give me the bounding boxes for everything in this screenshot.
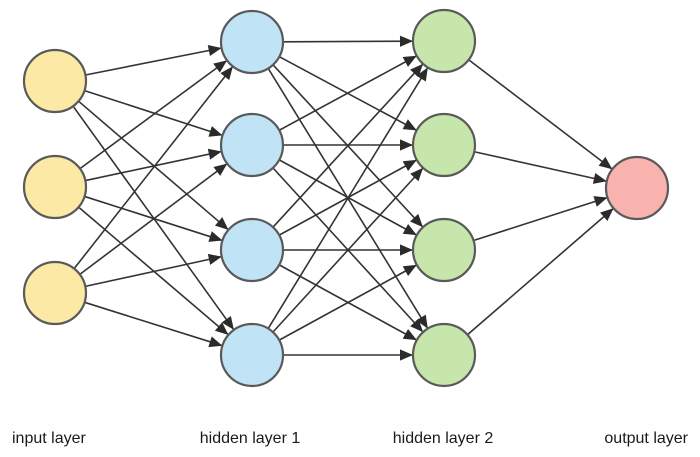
- arrowhead-output-0: [600, 208, 614, 222]
- edge-hidden1-3-to-hidden2-1: [272, 167, 424, 333]
- arrowhead-hidden2-3: [402, 328, 417, 341]
- node-output-1[interactable]: [604, 155, 670, 221]
- node-hidden2-4[interactable]: [411, 322, 477, 388]
- edge-input-1-to-hidden1-1: [85, 150, 222, 182]
- edge-hidden1-1-to-hidden2-0: [278, 55, 418, 131]
- arrowhead-hidden2-3: [416, 314, 428, 329]
- layer-caption-input: input layer: [12, 430, 86, 447]
- edge-hidden1-3-to-hidden2-2: [278, 264, 418, 341]
- arrowhead-output-0: [593, 196, 608, 207]
- arrowhead-hidden1-3: [221, 316, 234, 330]
- edge-input-2-to-hidden1-3: [84, 301, 223, 347]
- arrowhead-hidden1-2: [214, 217, 229, 230]
- edge-hidden1-2-to-hidden2-0: [272, 63, 424, 228]
- arrowhead-output-0: [592, 172, 607, 184]
- edge-hidden2-1-to-output-0: [474, 150, 607, 183]
- arrowhead-hidden1-2: [207, 253, 222, 265]
- layer-captions-group: input layer hidden layer 1 hidden layer 2 o…: [12, 430, 689, 447]
- arrowhead-output-0: [598, 156, 613, 170]
- edge-input-2-to-hidden1-0: [73, 65, 234, 270]
- edge-hidden1-3-to-hidden2-0: [267, 67, 429, 329]
- arrowhead-hidden2-0: [402, 55, 417, 67]
- edge-input-2-to-hidden1-1: [79, 162, 228, 276]
- arrowhead-hidden2-2: [402, 264, 417, 277]
- node-input-3[interactable]: [22, 260, 88, 326]
- arrowhead-hidden1-1: [208, 126, 223, 137]
- node-input-2[interactable]: [22, 154, 88, 220]
- arrowhead-hidden1-2: [208, 231, 223, 242]
- edges-group: [72, 40, 615, 356]
- node-hidden1-2[interactable]: [219, 112, 285, 178]
- node-hidden1-1[interactable]: [219, 9, 285, 75]
- edge-hidden1-0-to-hidden2-0: [282, 40, 414, 43]
- arrowhead-hidden2-2: [410, 213, 423, 228]
- edge-input-0-to-hidden1-1: [84, 89, 223, 137]
- arrowhead-hidden2-3: [400, 349, 413, 361]
- arrowhead-hidden1-0: [213, 60, 228, 73]
- arrowhead-hidden2-1: [402, 119, 417, 131]
- arrowhead-hidden1-3: [208, 336, 223, 348]
- edge-hidden2-0-to-output-0: [468, 59, 613, 170]
- arrowhead-hidden1-1: [207, 148, 222, 160]
- layer-caption-output: output layer: [604, 430, 688, 447]
- arrowhead-hidden2-0: [410, 63, 424, 78]
- arrowhead-hidden1-1: [213, 163, 228, 176]
- node-hidden2-1[interactable]: [411, 8, 477, 74]
- arrowhead-hidden2-2: [400, 244, 413, 256]
- arrowhead-hidden2-3: [410, 318, 424, 333]
- node-input-1[interactable]: [22, 48, 88, 114]
- edge-input-1-to-hidden1-0: [79, 59, 228, 170]
- arrowhead-hidden2-1: [400, 139, 413, 151]
- layer-caption-hidden2: hidden layer 2: [393, 430, 494, 447]
- layer-caption-hidden1: hidden layer 1: [200, 430, 301, 447]
- edge-input-0-to-hidden1-0: [85, 47, 222, 76]
- node-hidden1-4[interactable]: [219, 322, 285, 388]
- node-hidden2-2[interactable]: [411, 112, 477, 178]
- edge-hidden2-3-to-output-0: [466, 207, 615, 336]
- arrowhead-hidden2-1: [402, 159, 417, 172]
- arrowhead-hidden2-2: [402, 223, 417, 236]
- nodes-group: [22, 8, 670, 388]
- node-hidden2-3[interactable]: [411, 217, 477, 283]
- arrowhead-hidden1-0: [207, 45, 222, 57]
- arrowhead-hidden1-0: [220, 66, 233, 81]
- arrowhead-hidden2-0: [399, 35, 413, 47]
- node-hidden1-3[interactable]: [219, 217, 285, 283]
- arrowhead-hidden1-3: [214, 322, 229, 335]
- edge-input-2-to-hidden1-2: [85, 255, 222, 288]
- arrowhead-hidden2-1: [410, 167, 424, 182]
- arrowheads-group: [207, 35, 614, 361]
- edge-hidden2-2-to-output-0: [473, 196, 608, 242]
- arrowhead-hidden2-0: [416, 67, 428, 82]
